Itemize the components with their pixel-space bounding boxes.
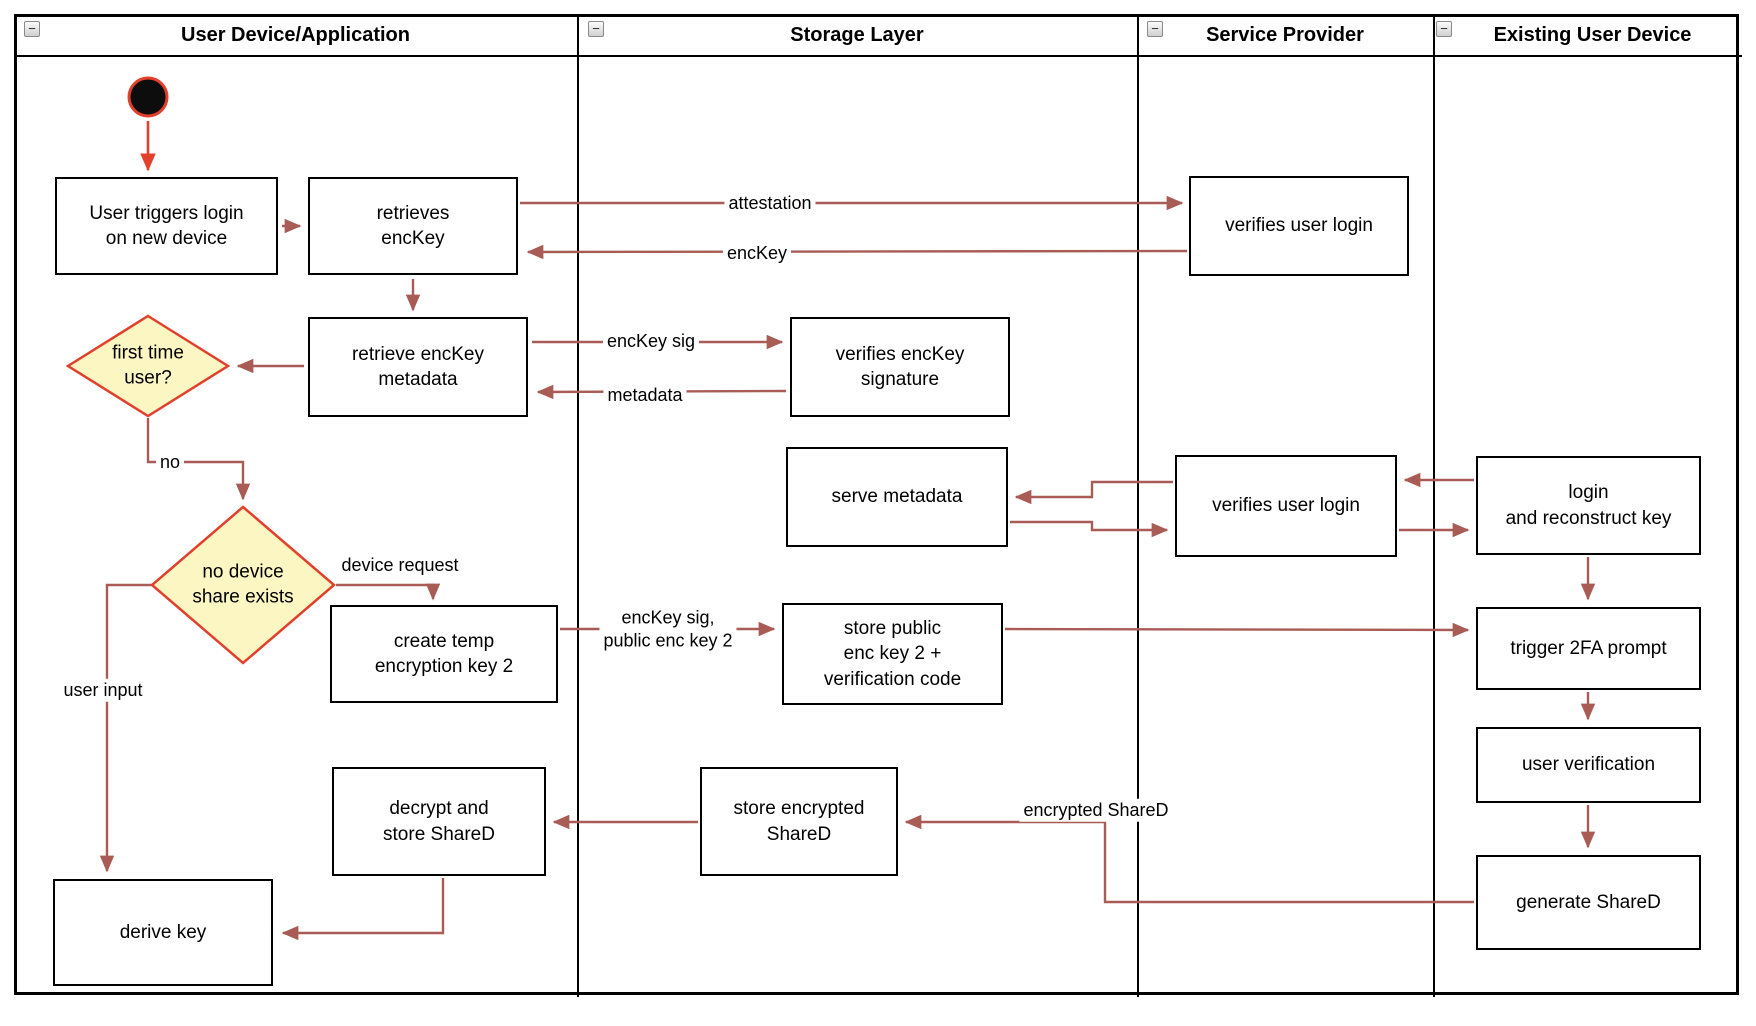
edge-label-enckey: encKey [722,241,792,265]
node-generate-shared: generate ShareD [1476,855,1701,950]
lane-header-storage-layer: Storage Layer [790,23,924,46]
edge-label-device-request: device request [337,553,463,577]
node-derive-key: derive key [53,879,273,986]
node-serve-metadata: serve metadata [786,447,1008,547]
lane-divider-2 [1137,14,1139,997]
collapse-icon[interactable]: − [588,21,604,37]
collapse-icon[interactable]: − [1436,21,1452,37]
edge-label-metadata: metadata [603,383,687,407]
collapse-icon[interactable]: − [24,21,40,37]
decision-no-device-share-label: no device share exists [192,561,294,607]
edge-label-encrypted-shared: encrypted ShareD [1019,798,1173,822]
lane-divider-3 [1433,14,1435,997]
edge-label-attestation: attestation [724,191,816,215]
node-store-encrypted-shared: store encrypted ShareD [700,767,898,876]
decision-first-time-user-label: first time user? [112,342,184,388]
edge-encrypted-shared [904,814,1474,904]
node-retrieve-enckey-metadata: retrieve encKey metadata [308,317,528,417]
edge-label-enckey-sig-public: encKey sig, public enc key 2 [599,606,737,652]
edge-user-input [99,583,154,873]
edge-device-request [336,583,441,601]
decision-no-device-share [150,505,336,665]
lane-divider-1 [577,14,579,997]
decision-first-time-user [65,314,231,418]
lane-header-user-device: User Device/Application [181,23,410,46]
node-decrypt-store-shared: decrypt and store ShareD [332,767,546,876]
node-retrieves-enckey: retrieves encKey [308,177,518,275]
lane-header-service-provider: Service Provider [1206,23,1364,46]
lane-header-existing-user-device: Existing User Device [1493,23,1692,46]
node-user-verification: user verification [1476,727,1701,803]
edge-serve-to-verify [1010,520,1169,538]
node-user-triggers-login: User triggers login on new device [55,177,278,275]
node-store-public-enc-key: store public enc key 2 + verification co… [782,603,1003,705]
node-verifies-user-login-top: verifies user login [1189,176,1409,276]
node-verifies-user-login-mid: verifies user login [1175,455,1397,557]
edge-label-user-input: user input [59,678,147,702]
edge-label-enckey-sig: encKey sig [602,329,700,353]
start-node [127,76,169,118]
edge-decrypt-to-derive [281,878,445,941]
edge-enckey-return [526,244,1188,260]
node-verifies-enckey-signature: verifies encKey signature [790,317,1010,417]
node-login-reconstruct-key: login and reconstruct key [1476,456,1701,555]
header-separator [14,55,1742,57]
node-trigger-2fa-prompt: trigger 2FA prompt [1476,607,1701,690]
edge-no-branch [146,418,251,501]
edge-verify-to-serve [1014,480,1173,505]
edge-label-no: no [155,450,185,474]
collapse-icon[interactable]: − [1147,21,1163,37]
node-create-temp-key: create temp encryption key 2 [330,605,558,703]
edge-store-to-2fa [1004,622,1470,638]
